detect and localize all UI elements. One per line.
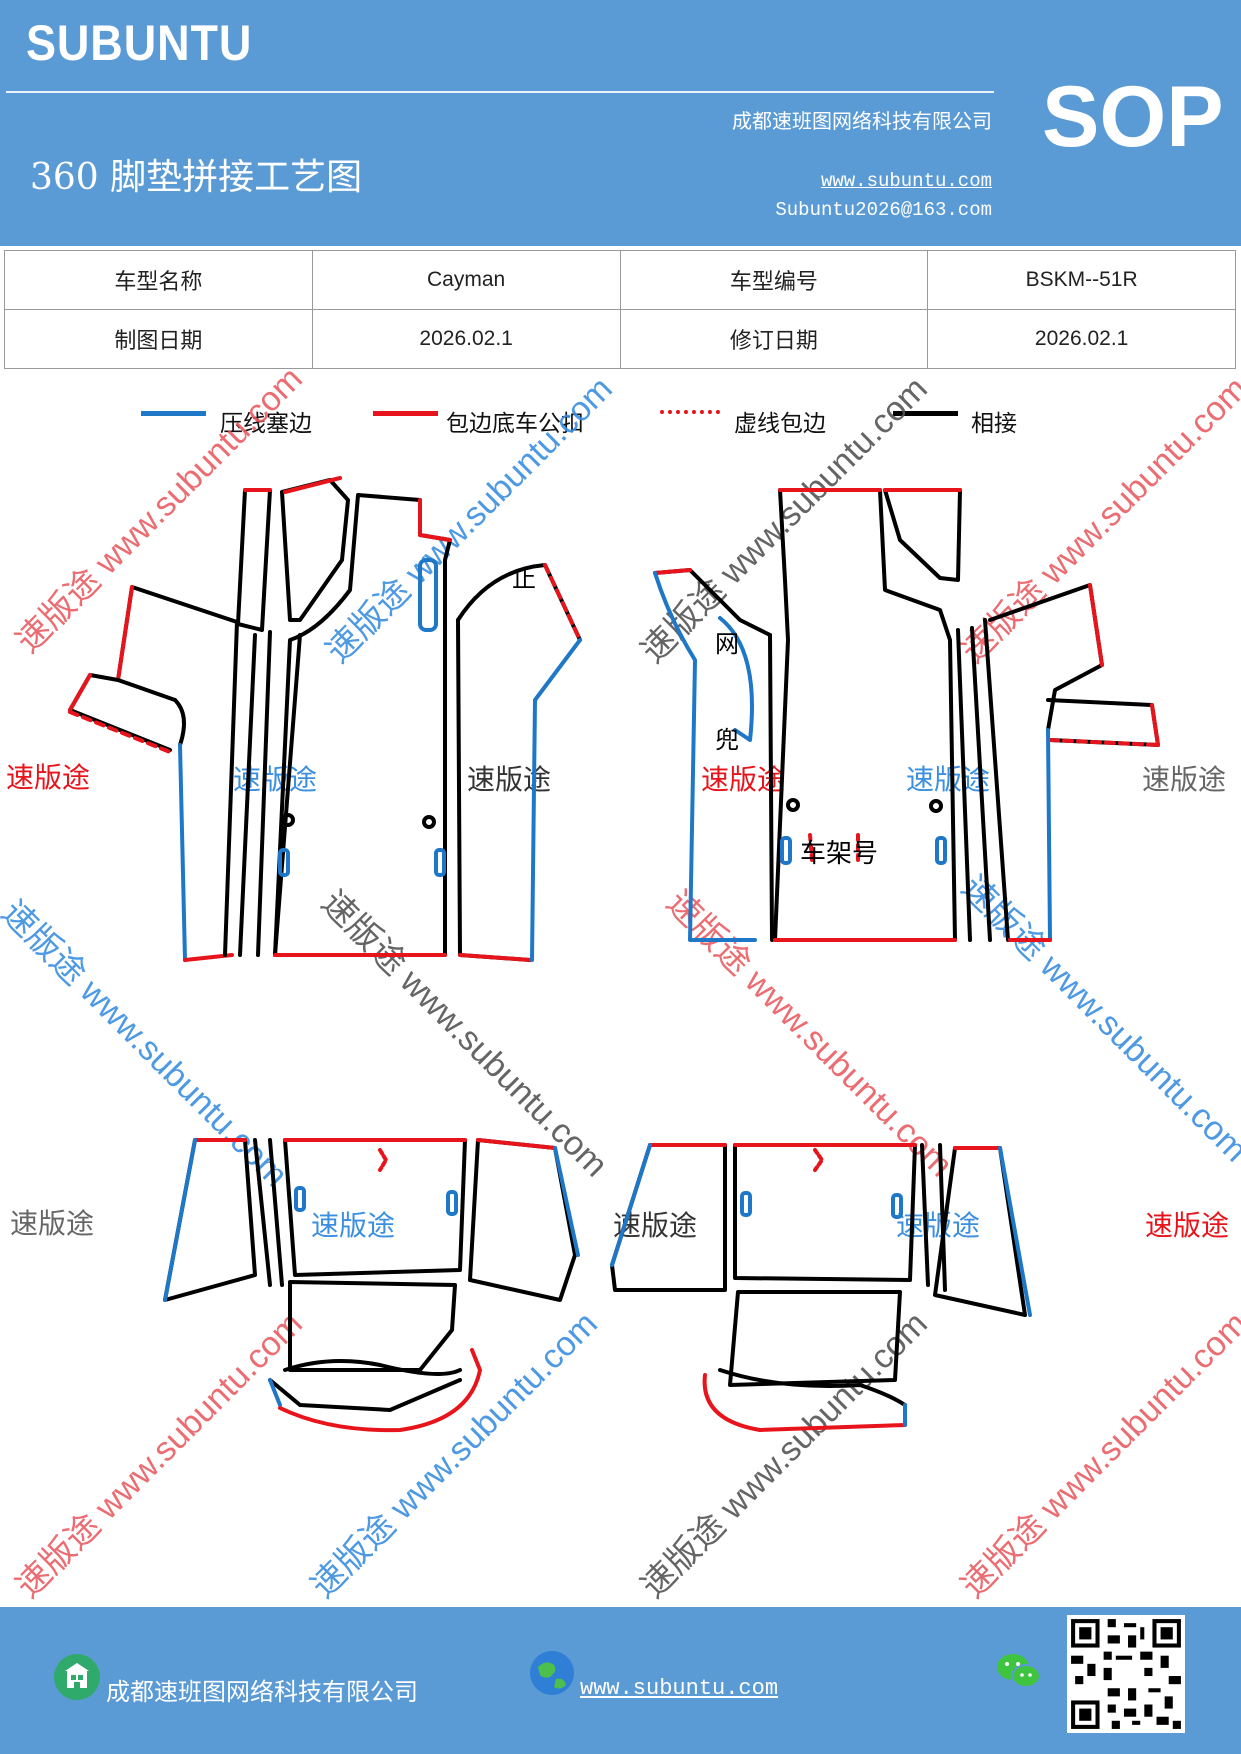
legend-swatch-red-dashed	[660, 410, 720, 414]
wechat-icon[interactable]	[995, 1650, 1043, 1692]
footer-banner	[0, 1607, 1241, 1754]
brand-label: 速版途	[6, 761, 91, 794]
legend-swatch-red	[373, 411, 438, 416]
legend-label: 包边底车公扣	[446, 411, 584, 437]
qr-code[interactable]	[1067, 1615, 1185, 1733]
page-title: 360 脚垫拼接工艺图	[30, 157, 363, 198]
net-pocket-label: 网	[715, 630, 739, 658]
globe-icon	[530, 1651, 574, 1695]
footer-website-link[interactable]: www.subuntu.com	[580, 1676, 779, 1701]
email-address[interactable]: Subuntu2026@163.com	[775, 199, 992, 221]
net-pocket-label: 兜	[715, 726, 739, 754]
sop-badge: SOP	[1042, 69, 1224, 165]
table-cell: 2026.02.1	[311, 309, 621, 369]
brand-label: 速版途	[10, 1207, 95, 1240]
table-row: 车型名称 Cayman 车型编号 BSKM--51R	[4, 250, 1236, 310]
qr-code-icon	[1071, 1619, 1181, 1729]
brand-logo: SUBUNTU	[26, 15, 253, 71]
table-cell: 车型名称	[4, 250, 313, 310]
website-link[interactable]: www.subuntu.com	[820, 170, 992, 192]
building-icon	[54, 1654, 100, 1700]
brand-label: 速版途	[906, 763, 991, 796]
stop-mark: 止	[512, 565, 536, 593]
legend-label: 虚线包边	[734, 411, 826, 437]
footer-company-name: 成都速班图网络科技有限公司	[106, 1678, 418, 1706]
passenger-mat-upper	[653, 488, 1160, 942]
header-divider	[6, 91, 994, 93]
legend-label: 压线塞边	[220, 411, 312, 437]
table-cell: 2026.02.1	[927, 309, 1236, 369]
company-name: 成都速班图网络科技有限公司	[732, 109, 992, 133]
table-cell: 制图日期	[4, 309, 313, 369]
table-cell: BSKM--51R	[927, 250, 1236, 310]
vin-window-label: 车架号	[800, 839, 878, 869]
brand-label: 速版途	[311, 1209, 396, 1242]
table-cell: 车型编号	[619, 250, 929, 310]
brand-label: 速版途	[1145, 1209, 1230, 1242]
floor-mat-drawing: 止 网 兜 车架号	[68, 476, 1160, 1433]
legend-swatch-black	[893, 411, 958, 416]
legend-label: 相接	[971, 411, 1017, 437]
legend-swatch-blue	[141, 411, 206, 416]
info-table: 车型名称 Cayman 车型编号 BSKM--51R 制图日期 2026.02.…	[4, 250, 1236, 369]
table-cell: Cayman	[311, 250, 621, 310]
rear-mat-right	[610, 1143, 1032, 1432]
header-banner: SUBUNTU 成都速班图网络科技有限公司 360 脚垫拼接工艺图 SOP ww…	[0, 0, 1241, 246]
driver-mat-upper	[68, 476, 582, 962]
rear-mat-left	[163, 1138, 580, 1433]
brand-label: 速版途	[1142, 763, 1227, 796]
table-cell: 修订日期	[619, 309, 929, 369]
table-row: 制图日期 2026.02.1 修订日期 2026.02.1	[4, 309, 1236, 369]
brand-label: 速版途	[467, 763, 552, 796]
